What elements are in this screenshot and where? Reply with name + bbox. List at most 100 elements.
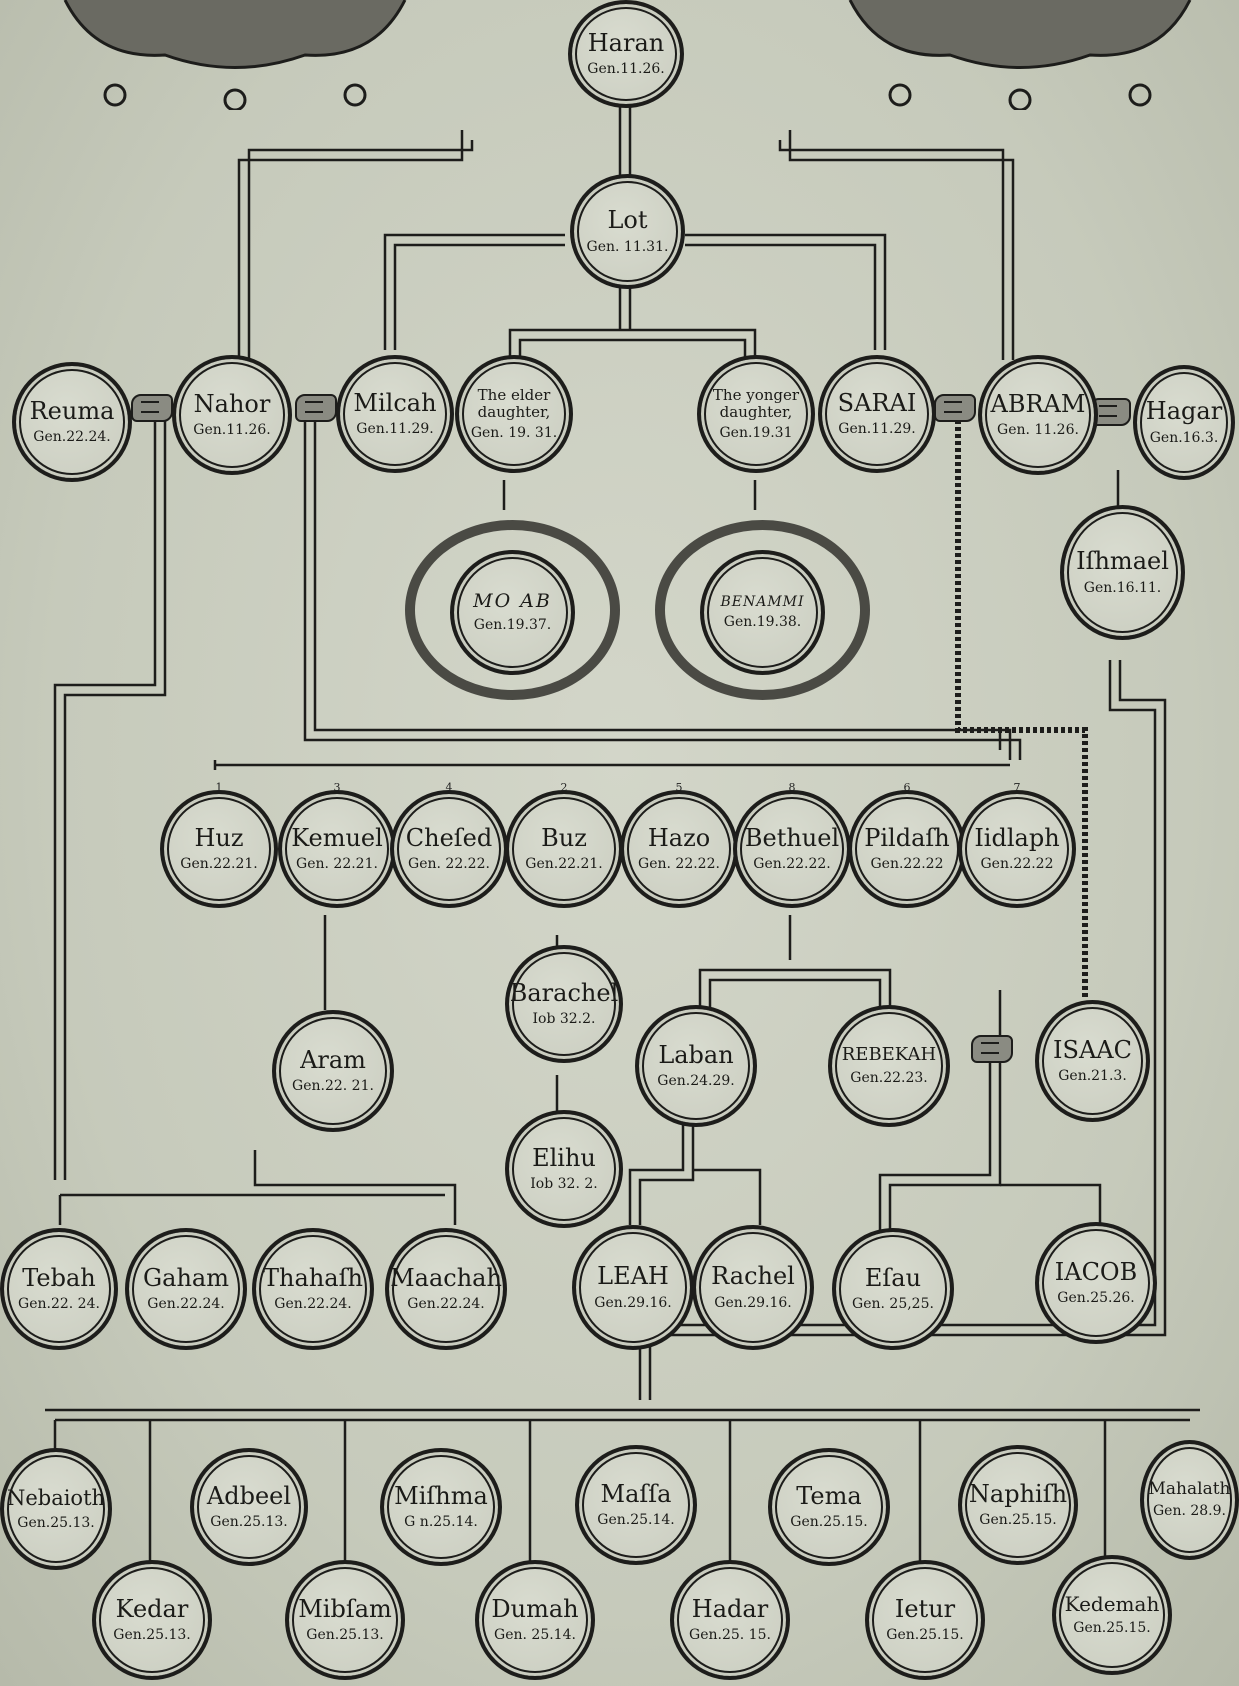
node-name: Milcah bbox=[353, 388, 437, 417]
node-reference: Iob 32. 2. bbox=[530, 1176, 598, 1193]
node-reference: Gen.25.13. bbox=[17, 1514, 95, 1531]
moab-ornamental-frame bbox=[405, 520, 620, 700]
node-younger-daughter: The yonger daughter,Gen.19.31 bbox=[697, 355, 815, 473]
node-reference: Gen.21.3. bbox=[1058, 1068, 1127, 1085]
node-name: Barachel bbox=[509, 978, 619, 1007]
node-reference: Gen.16.3. bbox=[1149, 429, 1219, 446]
node-reference: Gen.22.21. bbox=[525, 856, 603, 873]
node-reference: Gen.25.15. bbox=[1073, 1620, 1151, 1636]
node-reference: Gen.16.11. bbox=[1083, 579, 1162, 596]
node-reference: Gen.29.16. bbox=[714, 1294, 792, 1311]
birth-order-number: 8 bbox=[788, 781, 796, 794]
node-name: Miſhma bbox=[394, 1481, 488, 1510]
node-name: Mahalath bbox=[1148, 1478, 1231, 1499]
node-name: Hagar bbox=[1145, 397, 1223, 426]
node-name: Iſhmael bbox=[1076, 547, 1169, 576]
node-reference: Gen.11.29. bbox=[838, 421, 916, 438]
node-name: Adbeel bbox=[206, 1481, 292, 1510]
node-moab: MO AB Gen.19.37. bbox=[450, 550, 575, 675]
node-name: MO AB bbox=[473, 590, 552, 613]
node-reference: Gen.29.16. bbox=[594, 1294, 672, 1311]
node-name: ABRAM bbox=[990, 389, 1086, 418]
node-reference: Gen.24.29. bbox=[657, 1073, 735, 1090]
marriage-handclasp-icon bbox=[131, 394, 173, 422]
node-reference: Gen.25.15. bbox=[886, 1627, 964, 1644]
node-reference: Gen.11.26. bbox=[587, 61, 665, 78]
node-name: Haran bbox=[587, 28, 665, 57]
node-name: Naphiſh bbox=[968, 1479, 1068, 1508]
birth-order-number: 3 bbox=[333, 781, 341, 794]
birth-order-number: 6 bbox=[903, 781, 911, 794]
birth-order-number: 4 bbox=[445, 781, 453, 794]
node-reference: Gen. 19. 31. bbox=[470, 425, 558, 441]
node-reference: Gen.22.24. bbox=[147, 1296, 225, 1313]
node-name: Mibſam bbox=[298, 1594, 392, 1623]
node-reference: Gen.25.13. bbox=[306, 1627, 384, 1644]
node-name: Maachah bbox=[390, 1263, 502, 1292]
node-name: Huz bbox=[194, 823, 244, 852]
node-name: Tema bbox=[796, 1481, 862, 1510]
node-reference: Gen. 22.22. bbox=[638, 856, 720, 873]
node-reference: Gen.22.24. bbox=[407, 1296, 485, 1313]
node-name: Kedar bbox=[115, 1594, 189, 1623]
marriage-handclasp-icon bbox=[934, 394, 976, 422]
node-reference: Gen.22. 24. bbox=[18, 1296, 100, 1313]
node-name: Gaham bbox=[142, 1263, 229, 1292]
node-name: The yonger daughter, bbox=[712, 386, 800, 421]
node-reference: Gen.25.13. bbox=[210, 1514, 288, 1531]
node-name: Nahor bbox=[193, 389, 271, 418]
node-reference: Gen.25.13. bbox=[113, 1627, 191, 1644]
node-name: The elder daughter, bbox=[477, 386, 551, 421]
node-reference: Gen.25. 15. bbox=[689, 1627, 771, 1644]
node-name: Buz bbox=[541, 823, 587, 852]
node-name: Nebaioth bbox=[6, 1486, 106, 1511]
node-reference: Gen. 28.9. bbox=[1152, 1503, 1226, 1520]
node-reference: Gen.25.26. bbox=[1057, 1290, 1135, 1307]
node-reference: Gen.19.37. bbox=[473, 616, 552, 633]
node-name: LEAH bbox=[597, 1262, 669, 1291]
benammi-ornamental-frame bbox=[655, 520, 870, 700]
node-name: REBEKAH bbox=[841, 1044, 937, 1066]
node-name: Pildaſh bbox=[864, 823, 950, 852]
node-name: Thahaſh bbox=[263, 1263, 363, 1292]
node-reference: Gen.22.22 bbox=[870, 856, 944, 873]
node-name: Hazo bbox=[647, 823, 711, 852]
node-name: ISAAC bbox=[1053, 1035, 1132, 1064]
birth-order-number: 1 bbox=[215, 781, 223, 794]
node-reference: Gen. 11.31. bbox=[586, 238, 669, 255]
node-reference: Gen.22.22 bbox=[980, 856, 1054, 873]
birth-order-number: 2 bbox=[560, 781, 568, 794]
node-name: Kedemah bbox=[1064, 1592, 1160, 1616]
birth-order-number: 5 bbox=[675, 781, 683, 794]
node-reference: Gen. 25,25. bbox=[852, 1296, 934, 1313]
node-name: Reuma bbox=[29, 396, 115, 425]
